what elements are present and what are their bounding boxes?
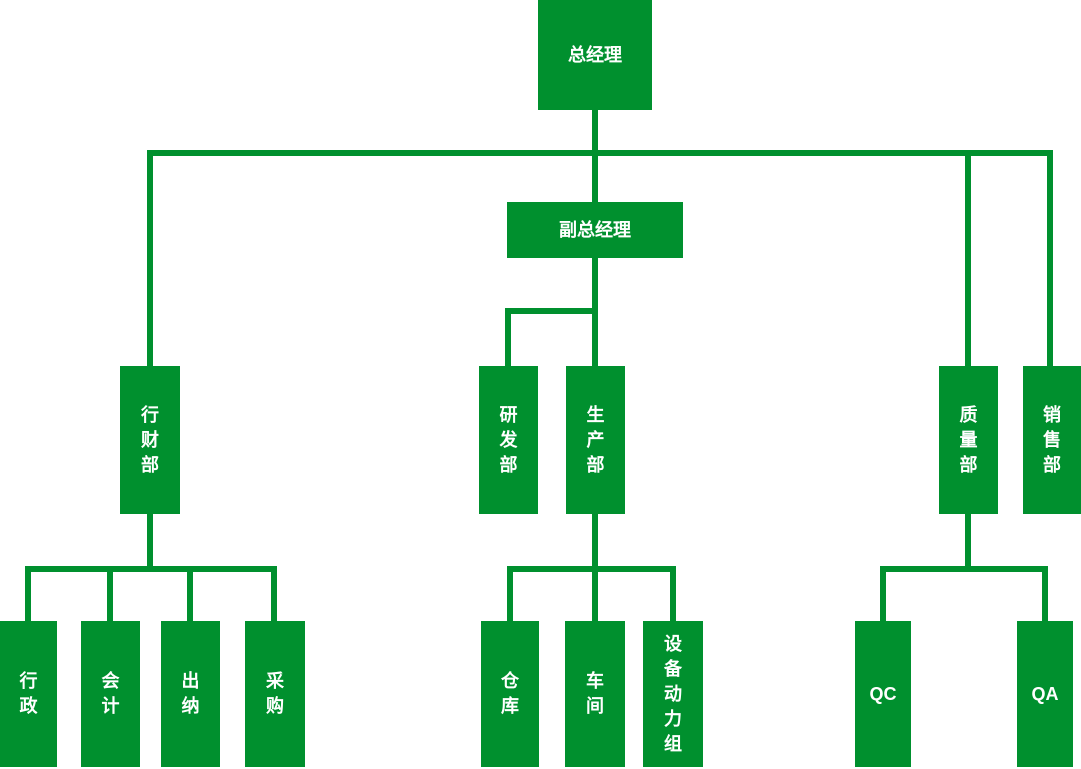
connector-equipment-drop [670, 566, 676, 621]
org-node-warehouse: 仓库 [481, 621, 539, 767]
org-node-administration-label: 行政 [19, 671, 38, 716]
connector-production-rail [507, 566, 676, 572]
org-node-purchasing-label: 采购 [266, 671, 284, 716]
org-node-equipment-power-group-label: 设备动力组 [664, 633, 682, 754]
org-node-rnd-dept: 研发部 [479, 366, 538, 514]
connector-qc-drop [880, 566, 886, 621]
org-node-admin-finance-dept-label: 行财部 [141, 404, 159, 475]
org-node-sales-dept-label: 销售部 [1043, 404, 1061, 475]
connector-finance-rail [25, 566, 277, 572]
org-node-workshop: 车间 [565, 621, 625, 767]
connector-rnd-drop [505, 308, 511, 366]
org-node-cashier: 出纳 [161, 621, 220, 767]
org-node-general-manager: 总经理 [538, 0, 652, 110]
connector-qa-drop [1042, 566, 1048, 621]
connector-root-drop [592, 110, 598, 150]
org-node-accounting-label: 会计 [101, 671, 120, 716]
org-node-workshop-label: 车间 [586, 671, 604, 716]
connector-quality-top [965, 156, 971, 366]
connector-workshop-drop [592, 566, 598, 621]
connector-finance-down [147, 514, 153, 566]
org-node-purchasing: 采购 [245, 621, 305, 767]
org-node-cashier-label: 出纳 [181, 671, 200, 716]
connector-quality-rail [880, 566, 1048, 572]
org-node-qc: QC [855, 621, 911, 767]
connector-quality-down [965, 514, 971, 566]
connector-accounting-drop [107, 566, 113, 621]
connector-cashier-drop [187, 566, 193, 621]
org-node-equipment-power-group: 设备动力组 [643, 621, 703, 767]
org-node-production-dept: 生产部 [566, 366, 625, 514]
connector-sales-top [1047, 150, 1053, 366]
org-node-deputy-general-manager-label: 副总经理 [559, 220, 631, 240]
connector-main-rail [147, 150, 1053, 156]
connector-warehouse-drop [507, 566, 513, 621]
org-node-rnd-dept-label: 研发部 [499, 404, 518, 475]
connector-production-down [592, 514, 598, 566]
org-node-administration: 行政 [0, 621, 57, 767]
org-node-qa-label: QA [1031, 684, 1059, 704]
org-node-deputy-general-manager: 副总经理 [507, 202, 683, 258]
org-node-quality-dept-label: 质量部 [959, 404, 978, 475]
org-node-quality-dept: 质量部 [939, 366, 998, 514]
connector-deputy-drop [592, 156, 598, 202]
org-node-accounting: 会计 [81, 621, 140, 767]
org-node-warehouse-label: 仓库 [501, 671, 519, 716]
org-node-production-dept-label: 生产部 [586, 404, 605, 475]
connector-purchasing-drop [271, 566, 277, 621]
org-node-qc-label: QC [869, 684, 897, 704]
connector-finance-top [147, 150, 153, 366]
connector-rnd-branch [505, 308, 598, 314]
connector-admin-drop [25, 566, 31, 621]
org-node-sales-dept: 销售部 [1023, 366, 1081, 514]
org-node-qa: QA [1017, 621, 1073, 767]
org-node-admin-finance-dept: 行财部 [120, 366, 180, 514]
org-node-general-manager-label: 总经理 [568, 45, 622, 65]
